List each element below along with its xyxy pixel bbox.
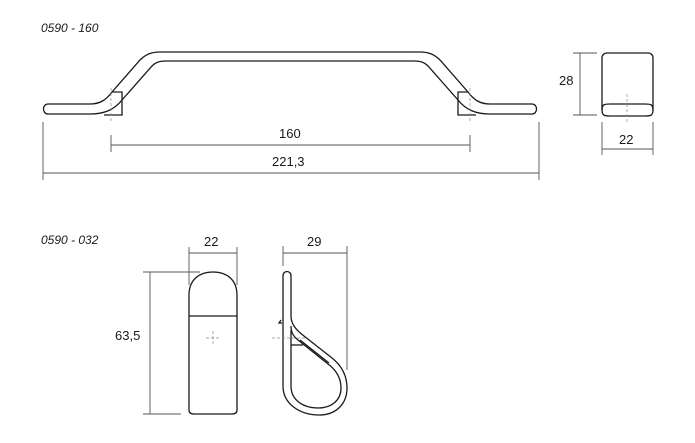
product-code-160: 0590 - 160 — [41, 21, 99, 35]
product-code-032: 0590 - 032 — [41, 233, 99, 247]
dimension-label-hole-spacing: 160 — [279, 126, 301, 141]
dimension-label-knob-width: 22 — [204, 234, 219, 249]
dimension-label-height: 28 — [559, 73, 574, 88]
knob-032-front-view — [143, 247, 238, 415]
dimension-hole-spacing — [110, 135, 471, 152]
dimension-label-overall-length: 221,3 — [272, 154, 305, 169]
handle-160-side-view — [42, 51, 538, 122]
dimension-label-knob-depth: 29 — [307, 234, 322, 249]
knob-032-side-view — [272, 246, 348, 416]
dimension-overall-length — [42, 122, 540, 180]
dimension-label-knob-height: 63,5 — [115, 328, 141, 343]
handle-160-end-view — [573, 52, 654, 155]
dimension-label-width: 22 — [619, 132, 634, 147]
